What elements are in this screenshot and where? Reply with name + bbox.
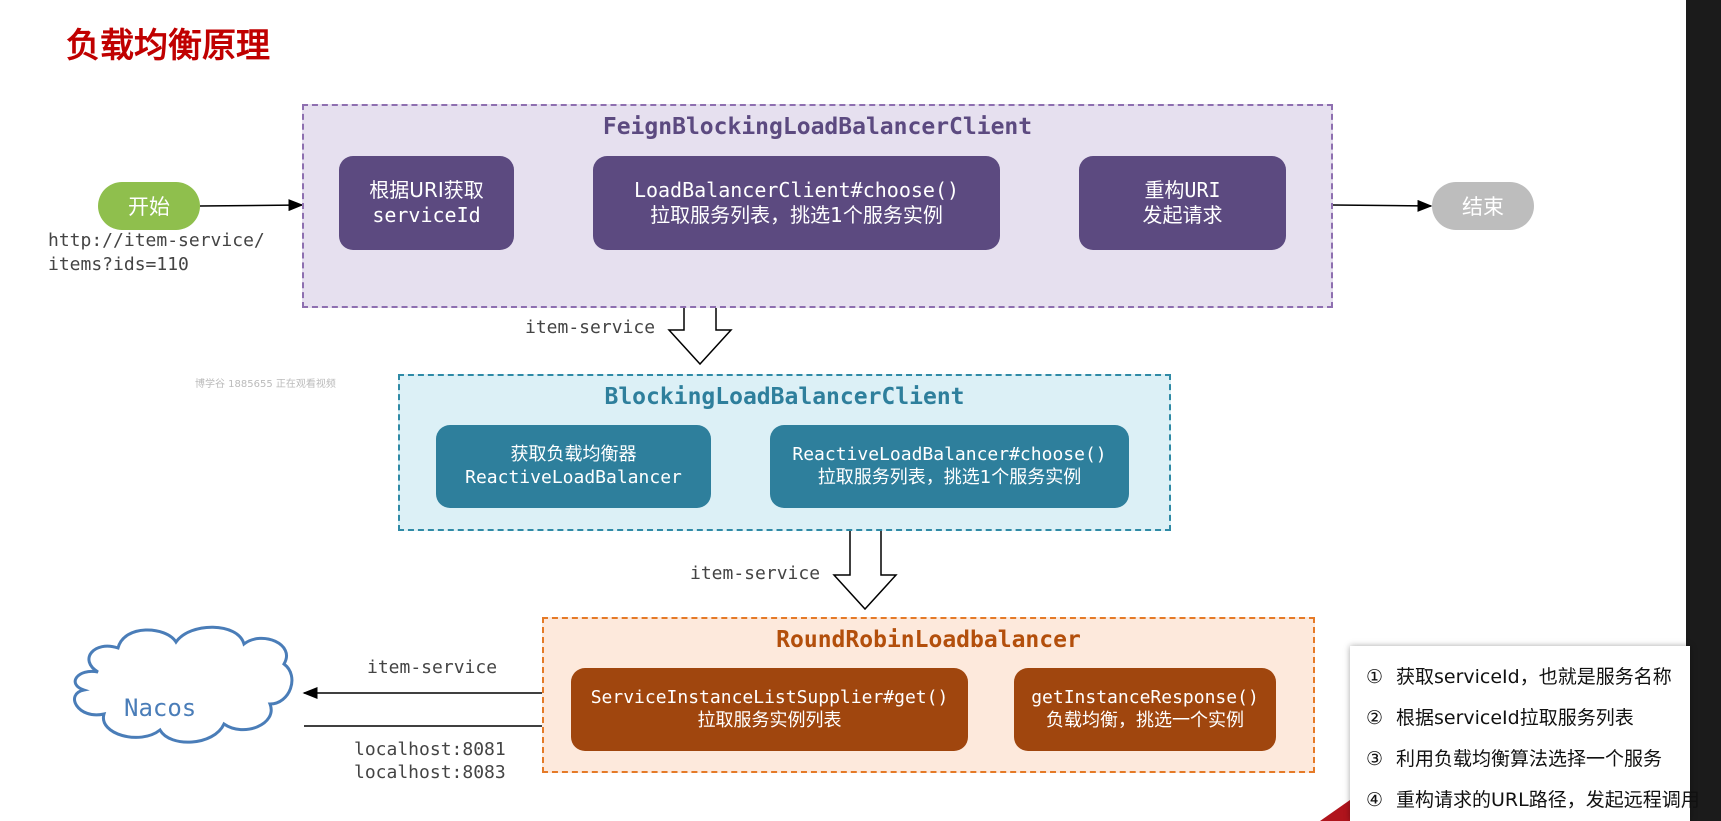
legend-text-1: 获取serviceId，也就是服务名称 [1396, 666, 1672, 688]
nacos-response-line2: localhost:8083 [354, 762, 506, 783]
feign-title: FeignBlockingLoadBalancerClient [602, 114, 1033, 140]
end-node: 结束 [1432, 182, 1534, 230]
rr-step-get-instance: getInstanceResponse() 负载均衡，挑选一个实例 [1014, 668, 1276, 751]
feign-step-rebuild-uri: 重构URI 发起请求 [1079, 156, 1286, 250]
blocking-step1-line2: ReactiveLoadBalancer [465, 466, 682, 488]
blocking-step-get-balancer: 获取负载均衡器 ReactiveLoadBalancer [436, 425, 711, 508]
rr-step1-line1: ServiceInstanceListSupplier#get() [590, 687, 949, 708]
blocking-step2-line1: ReactiveLoadBalancer#choose() [792, 444, 1107, 465]
arrow1-label: item-service [525, 317, 656, 338]
feign-step-choose: LoadBalancerClient#choose() 拉取服务列表，挑选1个服… [593, 156, 1000, 250]
legend-item-3: ③ 利用负载均衡算法选择一个服务 [1366, 744, 1662, 771]
rr-step1-line2: 拉取服务实例列表 [697, 709, 842, 731]
rr-step-supplier-get: ServiceInstanceListSupplier#get() 拉取服务实例… [571, 668, 968, 751]
legend-num-3: ③ [1366, 748, 1384, 770]
start-node: 开始 [98, 182, 200, 230]
feign-step-uri-serviceid: 根据URI获取 serviceId [339, 156, 514, 250]
page-title: 负载均衡原理 [66, 26, 270, 66]
legend-num-2: ② [1366, 707, 1384, 729]
feign-step1-line2: serviceId [372, 203, 481, 227]
feign-step2-line1: LoadBalancerClient#choose() [633, 178, 960, 202]
legend-num-1: ① [1366, 666, 1384, 688]
legend-text-4: 重构请求的URL路径，发起远程调用 [1396, 789, 1700, 811]
nacos-response-line1: localhost:8081 [354, 739, 506, 760]
feign-step3-line1: 重构URI [1144, 178, 1221, 202]
blocking-title: BlockingLoadBalancerClient [604, 384, 965, 410]
request-url-line1: http://item-service/ [48, 230, 265, 251]
right-sidebar-edge [1686, 0, 1721, 821]
request-url-line2: items?ids=110 [48, 254, 189, 275]
nacos-cloud [73, 625, 294, 744]
arrow2-label: item-service [690, 563, 821, 584]
feign-step2-line2: 拉取服务列表，挑选1个服务实例 [650, 203, 943, 227]
blocking-step-choose: ReactiveLoadBalancer#choose() 拉取服务列表，挑选1… [770, 425, 1129, 508]
feign-step1-line1: 根据URI获取 [369, 178, 484, 202]
blocking-step1-line1: 获取负载均衡器 [510, 444, 637, 465]
feign-step3-line2: 发起请求 [1142, 203, 1223, 227]
legend-item-2: ② 根据serviceId拉取服务列表 [1366, 703, 1634, 730]
legend-text-3: 利用负载均衡算法选择一个服务 [1396, 748, 1663, 770]
legend-item-1: ① 获取serviceId，也就是服务名称 [1366, 662, 1672, 689]
legend-text-2: 根据serviceId拉取服务列表 [1396, 707, 1634, 729]
nacos-label: Nacos [124, 694, 197, 722]
blocking-step2-line2: 拉取服务列表，挑选1个服务实例 [817, 466, 1082, 488]
end-arrow [1332, 199, 1433, 212]
legend-num-4: ④ [1366, 789, 1384, 811]
rr-step2-line2: 负载均衡，挑选一个实例 [1046, 709, 1244, 731]
rr-step2-line1: getInstanceResponse() [1031, 687, 1259, 708]
nacos-request-label: item-service [367, 657, 498, 678]
legend-item-4: ④ 重构请求的URL路径，发起远程调用 [1366, 785, 1700, 812]
roundrobin-title: RoundRobinLoadbalancer [776, 627, 1081, 653]
start-arrow [199, 199, 304, 212]
watermark: 博学谷 1885655 正在观看视频 [195, 379, 336, 390]
